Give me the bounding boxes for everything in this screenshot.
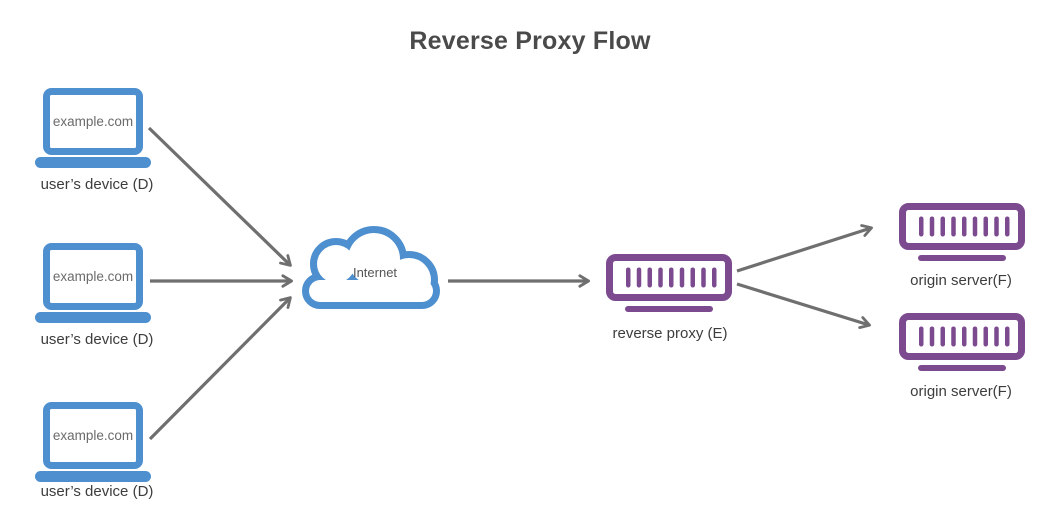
server-rack-icon [610,258,729,313]
laptop-icon [35,92,151,169]
arrow-device3-to-internet [148,296,292,441]
laptop-icon [35,247,151,324]
cloud-icon [302,226,440,309]
internet-label: Internet [352,265,398,280]
reverse-proxy-label: reverse proxy (E) [612,325,728,342]
origin-server-label-2: origin server(F) [910,383,1012,400]
arrow-proxy-to-origin2 [736,282,871,329]
arrow-device1-to-internet [147,126,292,267]
device-label-2: user’s device (D) [40,331,154,348]
device-screen-url: example.com [52,114,134,129]
diagram-title: Reverse Proxy Flow [409,27,651,55]
server-rack-icon [903,207,1022,262]
device-label-3: user’s device (D) [40,483,154,500]
laptop-icon [35,406,151,483]
device-screen-url: example.com [52,269,134,284]
arrow-proxy-to-origin1 [736,224,873,273]
device-screen-url: example.com [52,428,134,443]
device-label-1: user’s device (D) [40,176,154,193]
origin-server-label-1: origin server(F) [910,272,1012,289]
server-rack-icon [903,317,1022,372]
